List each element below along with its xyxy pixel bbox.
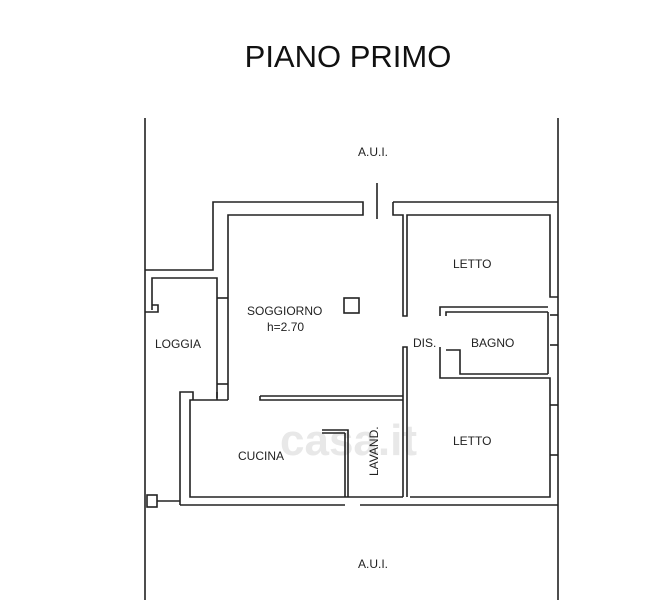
column-marker [343,297,360,314]
label-ceiling-height: h=2.70 [267,320,304,334]
label-lavand: LAVAND. [367,426,381,476]
label-letto-top: LETTO [453,257,491,271]
page-title: PIANO PRIMO [245,39,452,74]
label-cucina: CUCINA [238,449,284,463]
label-aui-bottom: A.U.I. [358,557,388,571]
label-bagno: BAGNO [471,336,514,350]
label-aui-top: A.U.I. [358,145,388,159]
walls [144,118,559,600]
label-dis: DIS. [413,336,436,350]
label-soggiorno: SOGGIORNO [247,304,322,318]
label-letto-bottom: LETTO [453,434,491,448]
label-loggia: LOGGIA [155,337,201,351]
